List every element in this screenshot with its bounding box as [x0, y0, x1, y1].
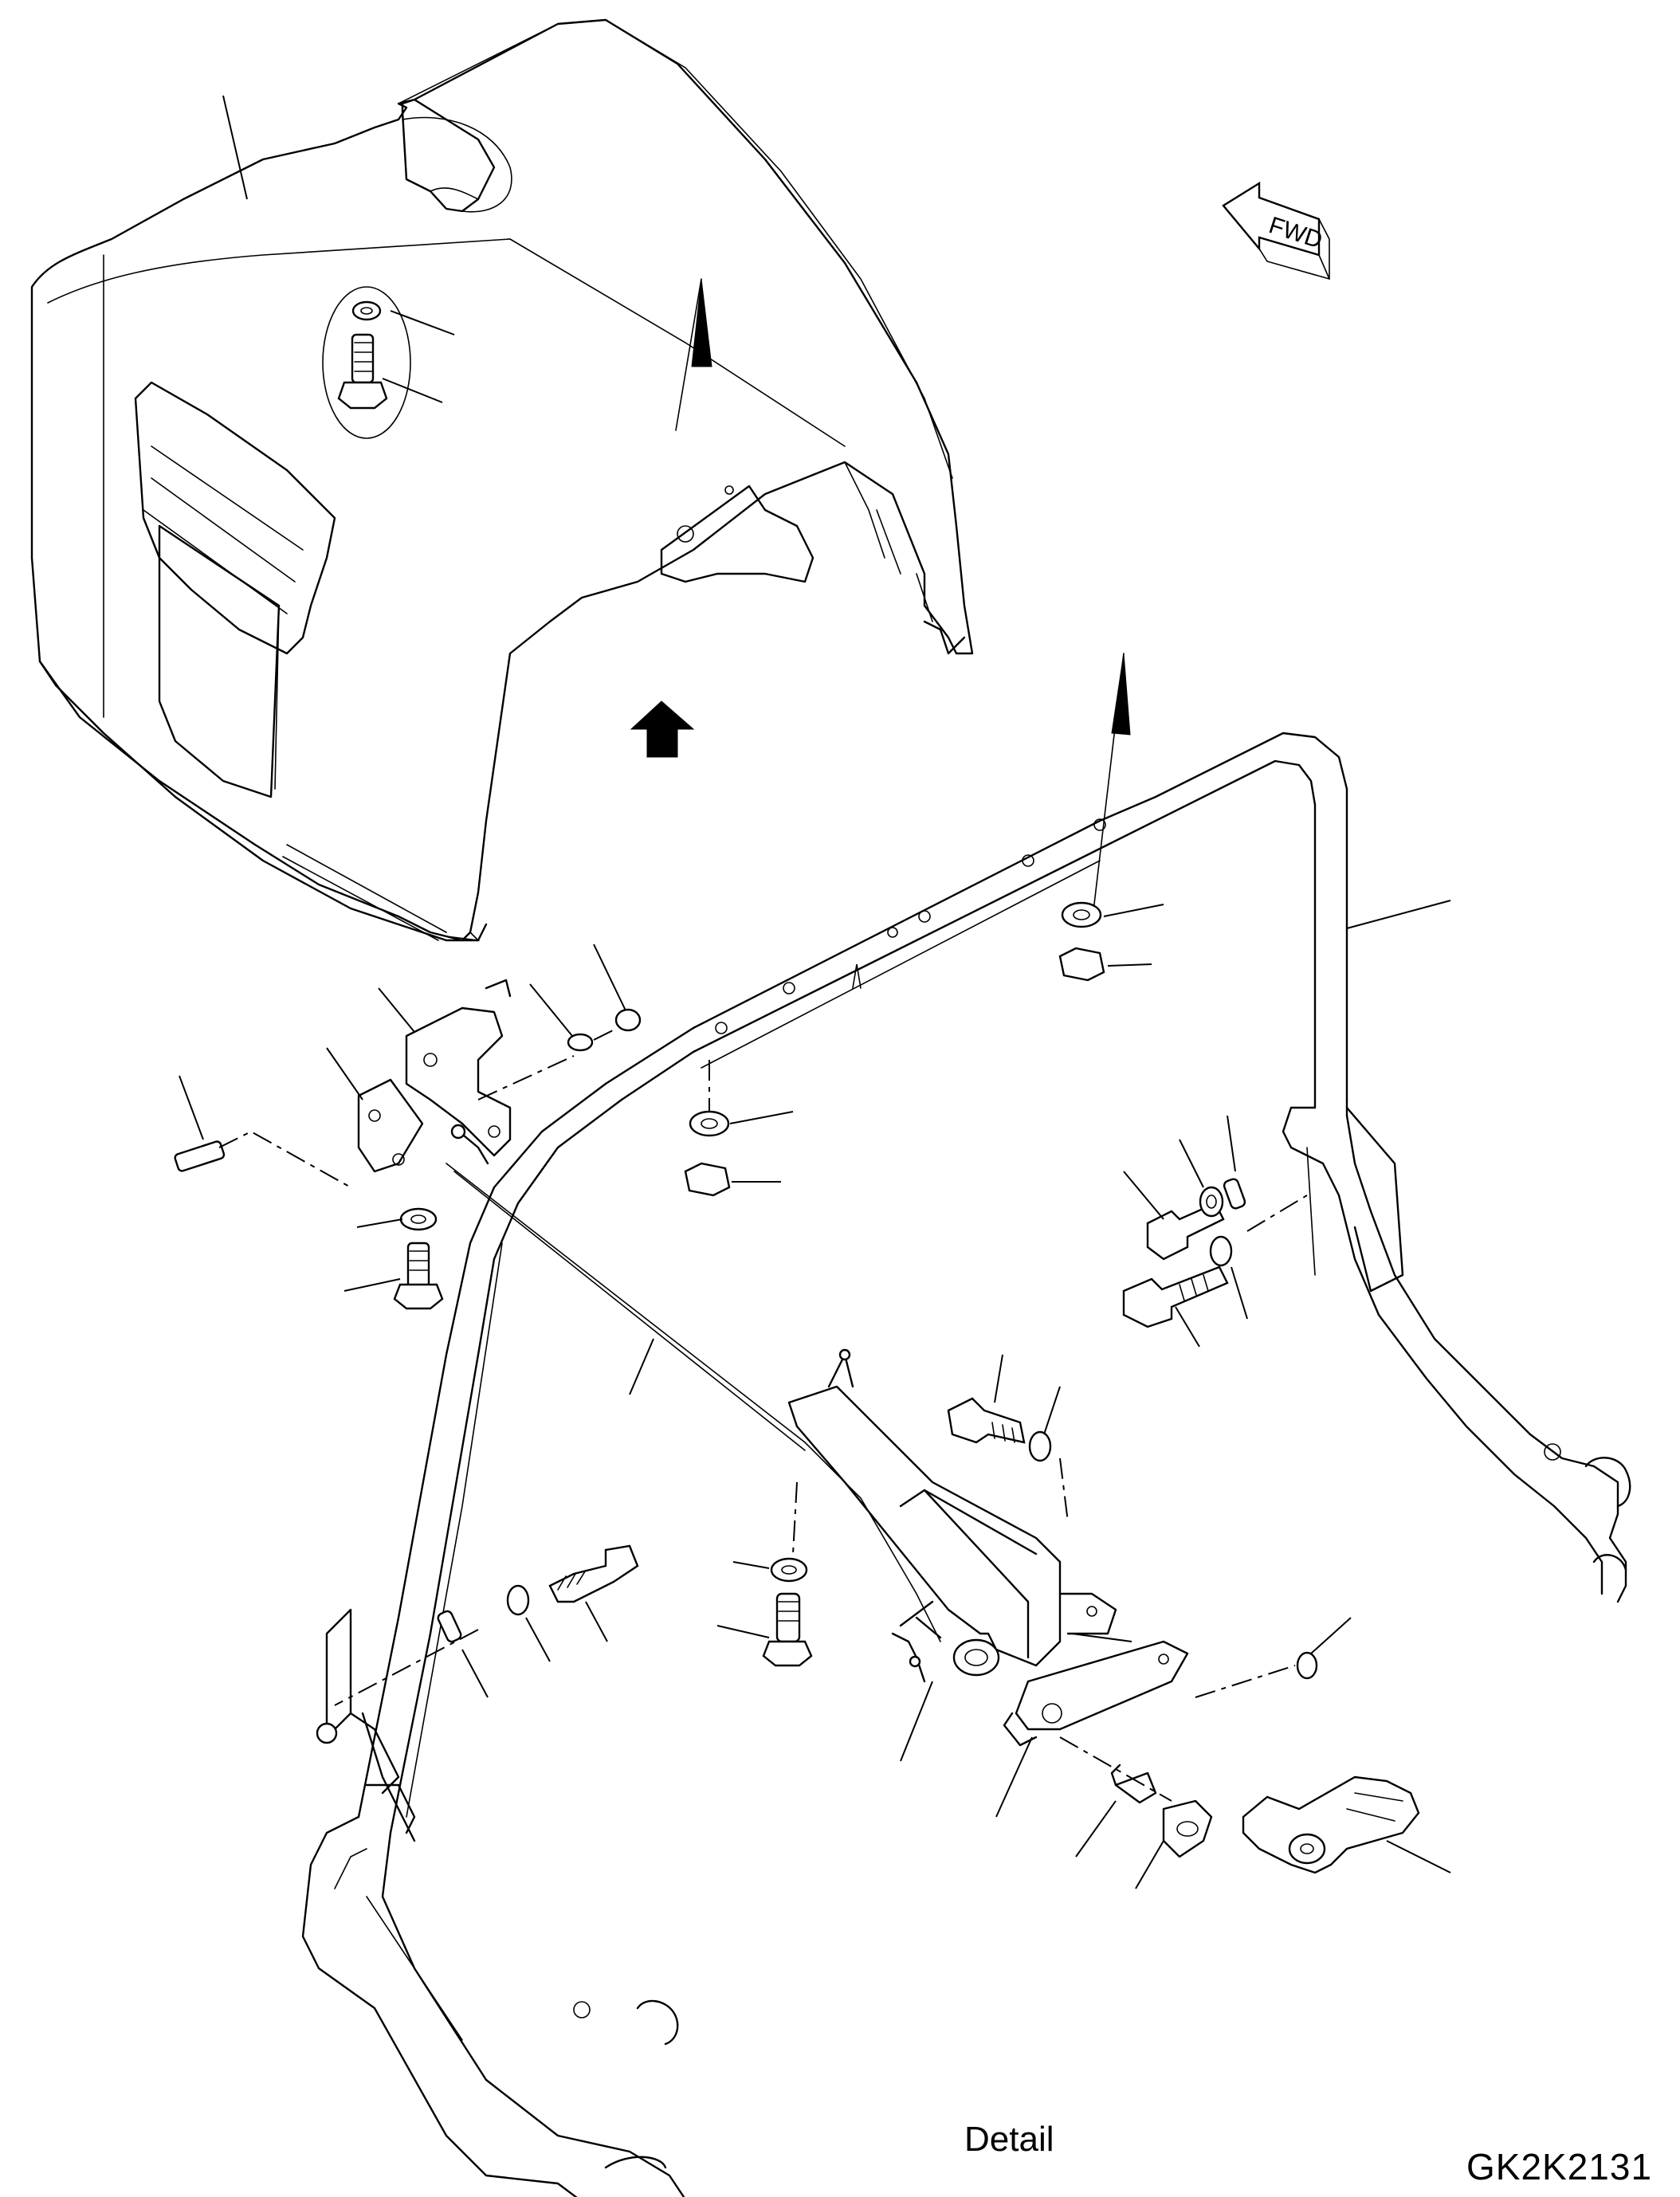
hood-support-frame	[301, 653, 1631, 2197]
detail-caption: Detail	[964, 2120, 1054, 2159]
left-hinge-fasteners	[334, 1544, 639, 1706]
engine-hood	[30, 18, 974, 942]
drawing-number: GK2K2131	[1466, 2146, 1653, 2187]
crossbar-fasteners	[684, 901, 1164, 1197]
right-hinge-fasteners	[1122, 1115, 1308, 1348]
latch-bracket-assembly	[174, 944, 941, 1642]
fwd-direction-marker: FWD	[1222, 181, 1330, 281]
handle-bracket-assembly	[716, 1348, 1451, 1889]
